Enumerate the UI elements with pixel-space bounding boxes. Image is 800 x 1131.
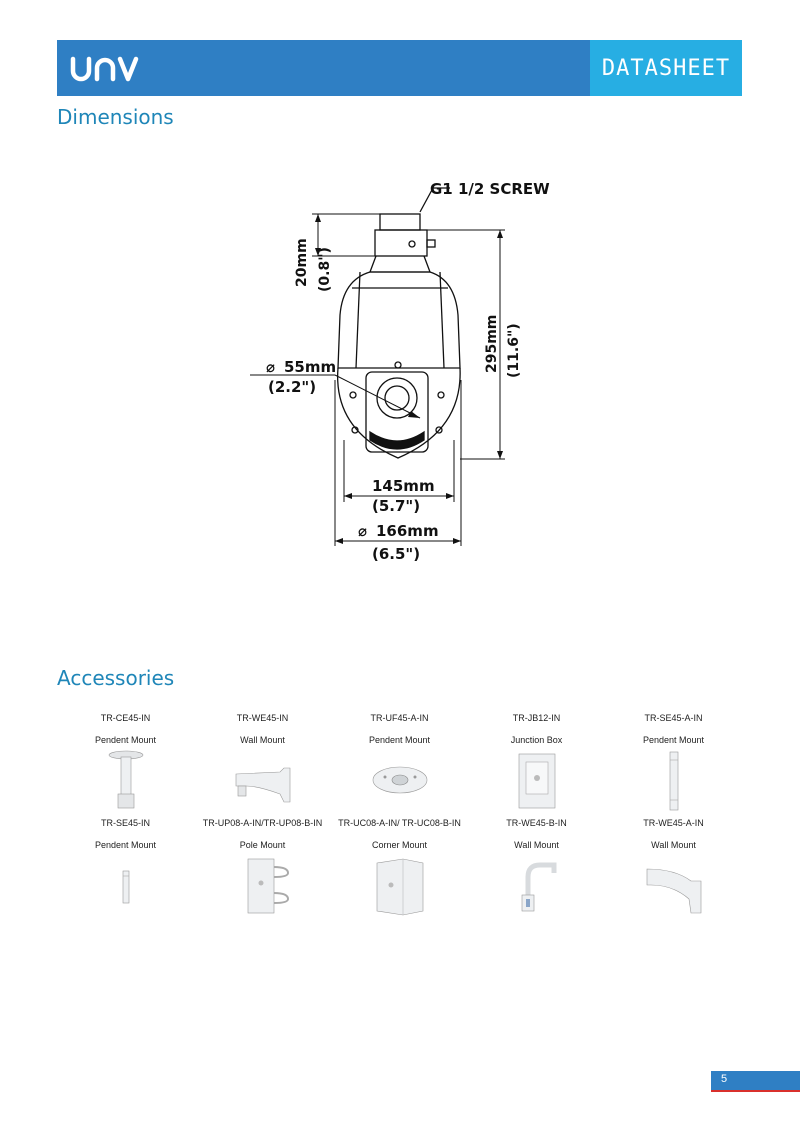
lens-label: 55mm <box>284 358 336 376</box>
accessories-row: TR-SE45-IN Pendent Mount TR-UP08-A-IN/TR… <box>57 817 742 922</box>
accessories-row: TR-CE45-IN Pendent Mount TR-WE45-IN Wall… <box>57 712 742 817</box>
ceiling-plate-icon <box>372 766 427 794</box>
accessory-item: TR-WE45-IN Wall Mount <box>194 712 331 817</box>
accessory-code: TR-CE45-IN <box>100 713 151 723</box>
accessory-code: TR-SE45-A-IN <box>644 713 703 723</box>
page-number-bar: 5 <box>711 1071 800 1090</box>
wall-mount-icon <box>235 767 290 803</box>
accessory-item: TR-WE45-A-IN Wall Mount <box>605 817 742 922</box>
accessories-grid: TR-CE45-IN Pendent Mount TR-WE45-IN Wall… <box>57 712 742 922</box>
accessory-item: TR-SE45-A-IN Pendent Mount <box>605 712 742 817</box>
unv-logo-icon <box>70 56 139 82</box>
page-number: 5 <box>721 1073 728 1085</box>
accessory-type: Pole Mount <box>239 840 286 850</box>
accessory-code: TR-WE45-B-IN <box>506 818 567 828</box>
short-pole-icon <box>122 870 129 904</box>
diameter-symbol-icon: ⌀ <box>266 358 275 376</box>
accessory-item: TR-UF45-A-IN Pendent Mount <box>331 712 468 817</box>
section-title-dimensions: Dimensions <box>57 105 174 129</box>
accessory-type: Pendent Mount <box>94 735 157 745</box>
height-inch-label: (11.6") <box>506 323 522 378</box>
screw-body <box>379 213 421 231</box>
accessory-code: TR-UC08-A-IN/ TR-UC08-B-IN <box>338 818 461 828</box>
section-title-accessories: Accessories <box>57 666 175 690</box>
diameter-symbol-icon: ⌀ <box>358 522 367 540</box>
accessory-code: TR-JB12-IN <box>512 713 561 723</box>
accessory-type: Pendent Mount <box>94 840 157 850</box>
width-inch-label: (5.7") <box>372 497 420 515</box>
top-height-inch-label: (0.8") <box>317 247 333 292</box>
header-bar: DATASHEET <box>57 40 742 96</box>
diameter-label: 166mm <box>376 522 439 540</box>
accessory-type: Wall Mount <box>651 840 696 850</box>
accessory-code: TR-WE45-A-IN <box>643 818 704 828</box>
height-label: 295mm <box>484 315 500 373</box>
accessory-item: TR-SE45-IN Pendent Mount <box>57 817 194 922</box>
accessory-type: Pendent Mount <box>642 735 705 745</box>
mount-collar <box>374 229 428 257</box>
accessory-code: TR-WE45-IN <box>236 713 289 723</box>
accessory-item: TR-JB12-IN Junction Box <box>468 712 605 817</box>
gooseneck-mount-icon <box>521 862 556 912</box>
accessory-item: TR-UC08-A-IN/ TR-UC08-B-IN Corner Mount <box>331 817 468 922</box>
pole-mount-icon <box>247 858 289 914</box>
accessory-item: TR-UP08-A-IN/TR-UP08-B-IN Pole Mount <box>194 817 331 922</box>
junction-box-icon <box>518 753 555 809</box>
accessory-type: Junction Box <box>510 735 563 745</box>
datasheet-tag: DATASHEET <box>590 40 742 96</box>
accessory-item: TR-CE45-IN Pendent Mount <box>57 712 194 817</box>
corner-mount-icon <box>376 858 423 916</box>
accessory-code: TR-UP08-A-IN/TR-UP08-B-IN <box>202 818 323 828</box>
accessory-type: Pendent Mount <box>368 735 431 745</box>
screw-label: G1 1/2 SCREW <box>430 180 550 198</box>
dimension-drawing: G1 1/2 SCREW 20mm (0.8") 295mm (11.6") ⌀… <box>250 180 550 563</box>
footer-accent-line <box>711 1090 800 1092</box>
width-label: 145mm <box>372 477 435 495</box>
accessory-type: Wall Mount <box>240 735 285 745</box>
lens-inch-label: (2.2") <box>268 378 316 396</box>
top-height-label: 20mm <box>294 238 310 287</box>
accessory-type: Corner Mount <box>371 840 428 850</box>
wall-arm-icon <box>646 868 701 914</box>
accessory-type: Wall Mount <box>514 840 559 850</box>
accessory-item: TR-WE45-B-IN Wall Mount <box>468 817 605 922</box>
pendent-mount-icon <box>108 750 143 809</box>
diameter-inch-label: (6.5") <box>372 545 420 563</box>
accessory-code: TR-UF45-A-IN <box>370 713 429 723</box>
extension-pole-icon <box>669 751 678 811</box>
accessory-code: TR-SE45-IN <box>100 818 150 828</box>
